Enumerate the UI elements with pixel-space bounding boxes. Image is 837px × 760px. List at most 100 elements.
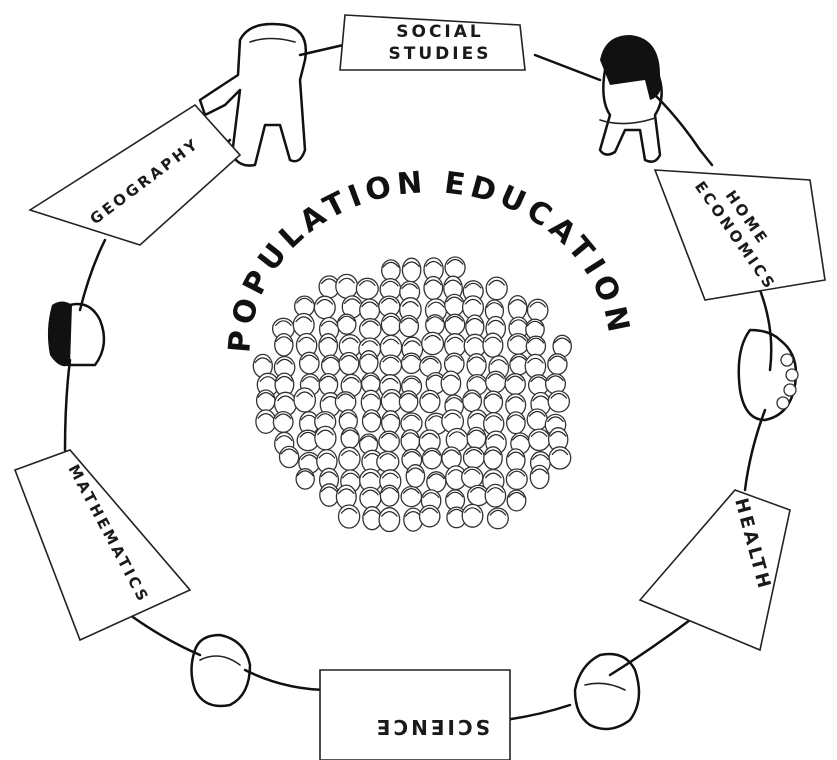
crowd-face-hair <box>257 392 275 398</box>
crowd-face-hair <box>320 320 338 327</box>
crowd-face-hair <box>403 377 421 384</box>
crowd-face-hair <box>426 316 444 323</box>
crowd-face-hair <box>510 355 528 362</box>
crowd-face-hair <box>508 470 526 477</box>
crowd-face <box>379 484 400 507</box>
crowd-face-hair <box>464 298 482 305</box>
crowd-face-hair <box>421 507 439 514</box>
crowd-face-hair <box>381 487 399 494</box>
crowd-face <box>272 410 294 434</box>
crowd-face-hair <box>485 415 503 422</box>
crowd-face-hair <box>484 393 502 400</box>
crowd-face-hair <box>383 392 401 399</box>
crowd-face-hair <box>445 296 463 303</box>
crowd-face-hair <box>403 414 420 421</box>
crowd-face <box>460 466 484 489</box>
crowd-face-hair <box>382 413 400 420</box>
crowd-face-hair <box>319 375 337 382</box>
crowd-face <box>444 256 466 279</box>
crowd-face-hair <box>300 454 318 461</box>
crowd-face-hair <box>446 258 464 265</box>
crowd-face-hair <box>340 450 358 457</box>
crowd-face-hair <box>444 279 462 286</box>
figure-left <box>47 301 106 367</box>
crowd-face-hair <box>507 451 525 458</box>
crowd-face-hair <box>487 434 505 440</box>
crowd-face-hair <box>320 471 338 478</box>
crowd-face-hair <box>485 302 503 309</box>
subject-mathematics: MATHEMATICS <box>13 449 192 642</box>
figure-top-left <box>198 22 308 167</box>
crowd-face-hair <box>464 282 482 289</box>
crowd-face-hair <box>421 357 439 364</box>
crowd-face-hair <box>507 414 525 421</box>
crowd-face <box>381 259 401 282</box>
figure-top-right <box>598 35 702 163</box>
crowd-face-hair <box>380 432 398 439</box>
crowd-face-hair <box>339 412 357 419</box>
crowd-face-hair <box>362 374 380 381</box>
crowd-face-hair <box>506 375 524 382</box>
crowd-face <box>426 471 447 493</box>
figure-bottom-right <box>573 652 641 731</box>
crowd-face-hair <box>484 449 502 456</box>
crowd-face-hair <box>361 340 379 347</box>
crowd-face-hair <box>531 454 549 461</box>
crowd-face-hair <box>509 335 527 342</box>
crowd-face-hair <box>551 449 569 456</box>
crowd-face-hair <box>446 315 464 322</box>
crowd-face-hair <box>421 432 439 439</box>
crowd-face-hair <box>468 356 486 363</box>
crowd-face-hair <box>486 487 504 494</box>
subject-social-studies: SOCIAL STUDIES <box>339 14 526 71</box>
crowd-face <box>526 408 548 431</box>
crowd-face-hair <box>380 511 398 517</box>
crowd-face-hair <box>402 354 420 361</box>
crowd-face <box>295 468 315 490</box>
crowd-face-hair <box>342 472 359 479</box>
crowd-face-hair <box>490 359 508 366</box>
crowd-face-hair <box>446 336 464 343</box>
crowd-face <box>336 313 357 335</box>
crowd-face-hair <box>488 279 506 286</box>
crowd-face-hair <box>403 340 421 347</box>
crowd-face <box>444 313 466 336</box>
crowd-face-hair <box>340 354 358 361</box>
crowd-face-hair <box>400 392 418 399</box>
crowd-face-hair <box>295 316 313 323</box>
crowd-face-hair <box>508 491 525 498</box>
crowd-face <box>400 352 422 375</box>
crowd-face-hair <box>381 280 399 287</box>
crowd-face-hair <box>380 297 398 304</box>
crowd-face-hair <box>445 355 463 362</box>
crowd-face-hair <box>442 374 460 381</box>
figure-bottom-left <box>190 633 252 708</box>
crowd-face-hair <box>464 507 481 514</box>
crowd-face-hair <box>360 435 378 442</box>
crowd-face-hair <box>400 317 418 324</box>
crowd-face-hair <box>466 317 484 324</box>
crowd-face <box>398 314 420 338</box>
crowd-face-hair <box>296 297 313 304</box>
crowd-face-hair <box>280 448 298 455</box>
crowd-face-hair <box>531 468 549 475</box>
crowd-face-hair <box>382 261 400 268</box>
crowd-face-hair <box>467 429 485 436</box>
crowd-face-hair <box>379 453 397 460</box>
crowd-face-hair <box>444 412 462 419</box>
crowd-face-hair <box>298 336 316 343</box>
crowd-face-hair <box>259 376 277 383</box>
crowd-face-hair <box>403 451 421 457</box>
crowd-face-hair <box>401 283 419 290</box>
crowd-face-hair <box>382 315 400 322</box>
crowd-face-hair <box>338 277 356 284</box>
crowd-face-hair <box>463 392 481 399</box>
crowd-face-hair <box>363 412 381 419</box>
subject-home-economics: HOME ECONOMICS <box>653 169 826 301</box>
crowd-face-hair <box>337 393 355 400</box>
crowd-face-hair <box>361 301 379 308</box>
subject-science: SCIENCE <box>319 669 511 760</box>
crowd-face-hair <box>548 355 566 362</box>
crowd-face-hair <box>381 377 399 384</box>
crowd-face-hair <box>362 393 380 400</box>
